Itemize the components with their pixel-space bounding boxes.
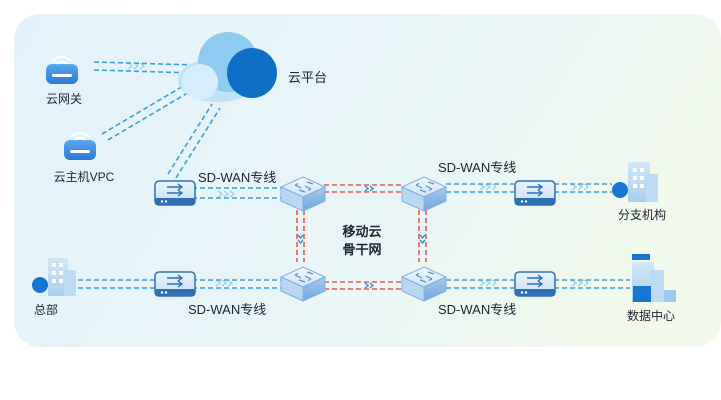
headquarters-label: 总部 [34, 302, 58, 317]
cloud-icon [178, 32, 277, 102]
sdwan-appliance-icon-top-right [514, 180, 556, 206]
sdwan-appliance-icon-bottom-left [154, 271, 196, 297]
background-panel [14, 14, 721, 347]
sdwan-links [54, 61, 630, 289]
backbone-label-line2: 骨干网 [342, 242, 381, 257]
sdwan-label-bottom-right: SD-WAN专线 [438, 302, 516, 317]
cloud-platform-label: 云平台 [288, 70, 327, 85]
datacenter-building-icon [632, 254, 676, 302]
backbone-ring [296, 184, 427, 290]
branch-building-icon [612, 162, 658, 202]
cloud-host-vpc-label: 云主机VPC [54, 170, 115, 184]
sdwan-appliance-icon-bottom-right [514, 271, 556, 297]
headquarters-building-icon [32, 258, 76, 296]
sdwan-label-bottom-left: SD-WAN专线 [188, 302, 266, 317]
sdwan-appliance-icon-top-left [154, 180, 196, 206]
datacenter-label: 数据中心 [627, 308, 675, 323]
sdwan-label-top-left: SD-WAN专线 [198, 170, 276, 185]
backbone-label-line1: 移动云 [342, 224, 381, 239]
sdwan-label-top-right: SD-WAN专线 [438, 160, 516, 175]
branch-label: 分支机构 [618, 207, 666, 222]
cloud-gateway-label: 云网关 [46, 92, 82, 106]
